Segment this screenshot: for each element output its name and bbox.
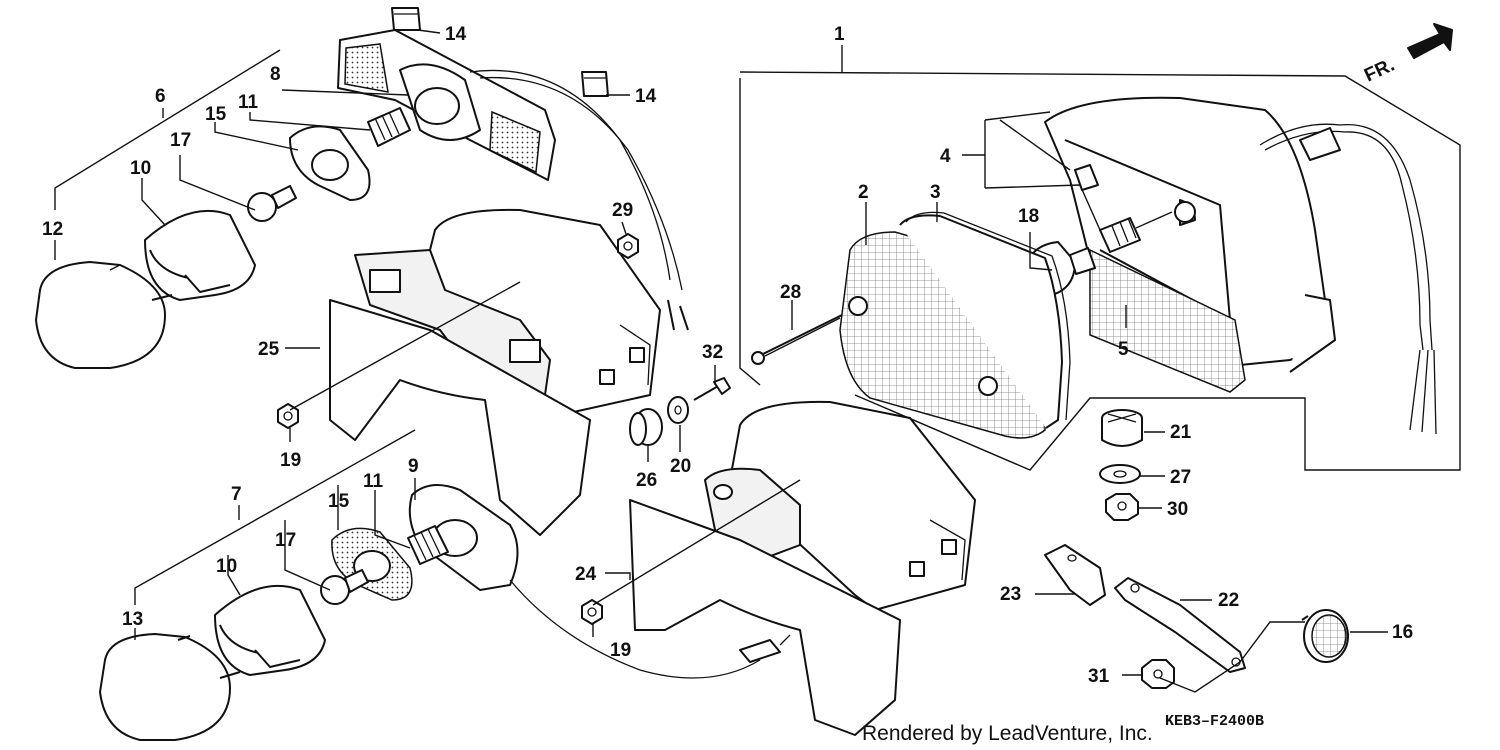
- callout-2: 2: [858, 182, 869, 203]
- callout-11-bottom: 11: [363, 471, 384, 492]
- callout-13: 13: [122, 609, 143, 630]
- callout-16: 16: [1392, 622, 1413, 643]
- turn-signal-rear-lower: [99, 584, 326, 741]
- callout-29: 29: [612, 200, 633, 221]
- socket-11-top: [367, 107, 411, 147]
- rear-fender-cover-lower: [629, 400, 976, 736]
- taillight-housing-5: [1044, 96, 1437, 435]
- callout-15-bottom: 15: [328, 491, 350, 512]
- grommet-21: [1101, 409, 1143, 447]
- callout-22: 22: [1218, 590, 1239, 611]
- screw-32: [693, 377, 731, 401]
- callout-4: 4: [940, 146, 951, 167]
- callout-1: 1: [834, 24, 845, 45]
- callout-20: 20: [670, 456, 691, 477]
- clip-23: [1044, 544, 1106, 606]
- callout-27: 27: [1170, 467, 1191, 488]
- callout-31: 31: [1088, 666, 1110, 687]
- diagram-code: KEB3–F2400B: [1165, 713, 1264, 730]
- callout-32: 32: [702, 342, 723, 363]
- callout-10-bottom: 10: [216, 556, 237, 577]
- callout-18: 18: [1018, 206, 1039, 227]
- nut-19-lower: [581, 599, 603, 625]
- washer-27: [1099, 464, 1141, 484]
- callout-3: 3: [930, 182, 941, 203]
- turn-signal-front-top: [35, 209, 256, 369]
- bulb-17-top: [247, 185, 297, 222]
- callout-9: 9: [408, 456, 419, 477]
- socket-11-lower: [407, 525, 449, 565]
- reflector-16: [1301, 609, 1349, 663]
- callout-25: 25: [258, 339, 280, 360]
- callout-19-lower: 19: [610, 640, 631, 661]
- callout-21: 21: [1170, 422, 1192, 443]
- callout-7: 7: [231, 484, 242, 505]
- callout-28: 28: [780, 282, 801, 303]
- callout-11-top: 11: [238, 92, 259, 113]
- grommet-14-a: [391, 7, 421, 31]
- license-light-reflector-bracket: [337, 29, 689, 331]
- front-label: FR.: [1361, 55, 1398, 87]
- reflector-stay-22: [1114, 577, 1246, 673]
- callout-5: 5: [1118, 339, 1129, 360]
- grommet-14-b: [581, 71, 609, 97]
- callout-14-b: 14: [635, 86, 657, 107]
- credit-text: Rendered by LeadVenture, Inc.: [862, 722, 1153, 745]
- grommet-26: [629, 408, 663, 446]
- callout-24: 24: [575, 564, 597, 585]
- callout-17-bottom: 17: [275, 530, 296, 551]
- gasket-15-top: [289, 125, 371, 201]
- callout-19-upper: 19: [280, 450, 301, 471]
- nut-31: [1141, 659, 1175, 689]
- callout-6: 6: [155, 86, 166, 107]
- callout-numbers: 1 2 3 4 5 6 7 8 9 10 10 11 11 12 13 14 1…: [42, 24, 1413, 687]
- license-light-base-lower: [408, 484, 791, 679]
- washer-20: [667, 396, 689, 424]
- callout-8: 8: [270, 64, 281, 85]
- nut-30: [1105, 493, 1139, 521]
- lens-gasket-3: [899, 211, 1071, 429]
- nut-19-upper: [277, 403, 299, 429]
- bulb-socket-4: [1074, 164, 1173, 253]
- rear-fender-cover-upper: [329, 208, 661, 536]
- callout-10-top: 10: [130, 158, 151, 179]
- bulb-17-lower: [320, 569, 369, 605]
- nut-29: [617, 233, 639, 259]
- leader-lines: [54, 29, 1461, 693]
- callout-26: 26: [636, 470, 657, 491]
- callout-12: 12: [42, 219, 63, 240]
- callout-14-a: 14: [445, 24, 467, 45]
- callout-30: 30: [1167, 499, 1188, 520]
- callout-17-top: 17: [170, 130, 191, 151]
- screw-28: [751, 314, 843, 365]
- callout-15-top: 15: [205, 104, 227, 125]
- callout-23: 23: [1000, 584, 1021, 605]
- front-direction-arrow: FR.: [1361, 23, 1453, 87]
